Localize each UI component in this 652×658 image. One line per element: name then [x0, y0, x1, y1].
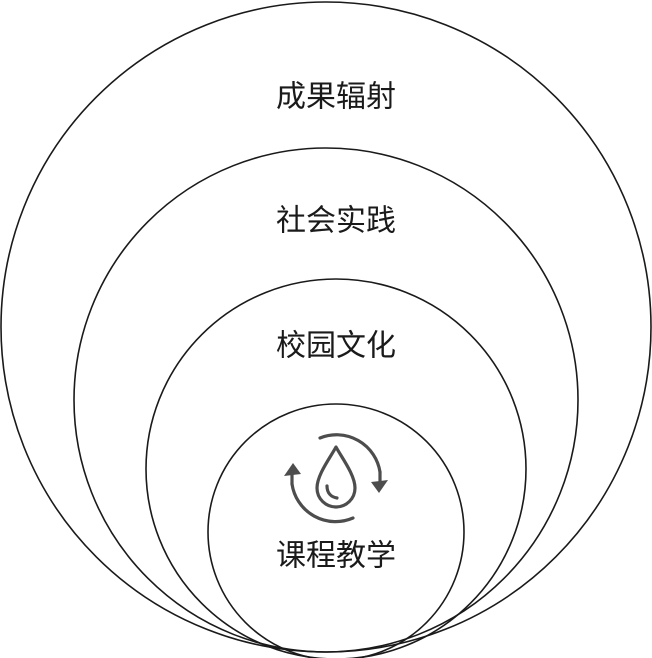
water-drop-cycle-icon: [284, 433, 388, 524]
arrowhead-left-icon: [284, 463, 301, 476]
cycle-arrow-upper-icon: [318, 433, 382, 474]
arrowhead-right-icon: [371, 480, 388, 493]
ring-label-second: 社会实践: [276, 204, 396, 239]
ring-label-inner: 课程教学: [276, 539, 396, 574]
water-drop-icon: [315, 445, 357, 509]
water-drop-highlight-icon: [325, 484, 339, 500]
ring-label-outer: 成果辐射: [276, 80, 396, 115]
ring-second: [73, 147, 579, 653]
ring-label-third: 校园文化: [276, 329, 396, 364]
ring-inner: [207, 403, 465, 658]
cycle-arrow-lower-icon: [290, 482, 355, 524]
ring-third: [145, 278, 527, 658]
